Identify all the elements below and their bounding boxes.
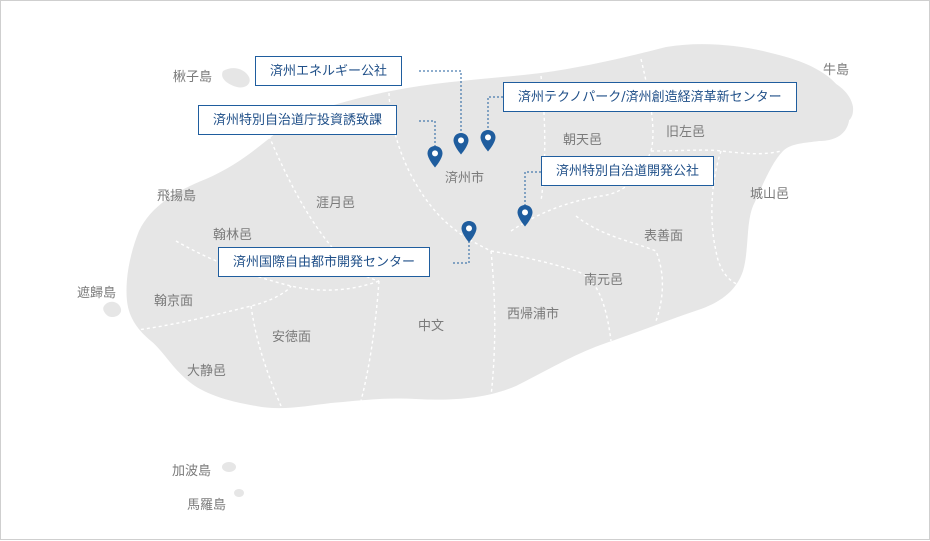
leader-free-city <box>453 239 470 264</box>
label-jocheon: 朝天邑 <box>563 133 603 148</box>
map-pin-icon[interactable] <box>452 132 470 156</box>
map-pin-icon[interactable] <box>460 220 478 244</box>
callout-energy[interactable]: 済州エネルギー公社 <box>255 56 403 86</box>
label-gapa: 加波島 <box>172 464 212 479</box>
label-seongsan: 城山邑 <box>750 187 790 202</box>
map-pin-icon[interactable] <box>479 129 497 153</box>
label-seogwipo: 西帰浦市 <box>507 307 560 322</box>
label-biyang: 飛揚島 <box>157 189 197 204</box>
map-pin-icon[interactable] <box>516 204 534 228</box>
map-pin-icon[interactable] <box>426 145 444 169</box>
chagwi-island-shape <box>103 301 122 318</box>
callout-free-city[interactable]: 済州国際自由都市開発センター <box>218 247 431 277</box>
label-jungmun: 中文 <box>418 319 445 334</box>
biyang-island-shape <box>190 209 202 219</box>
leader-lines <box>419 70 541 264</box>
label-chuja: 楸子島 <box>173 70 213 85</box>
label-udo: 牛島 <box>823 63 850 78</box>
label-pyoseon: 表善面 <box>644 229 684 244</box>
leader-energy <box>419 70 462 135</box>
leader-development <box>524 171 541 206</box>
label-jeju-city: 済州市 <box>445 171 485 186</box>
udo-island-shape <box>819 79 854 123</box>
callout-technopark[interactable]: 済州テクノパーク/済州創造経済革新センター <box>503 82 797 112</box>
label-mara: 馬羅島 <box>187 498 227 513</box>
label-aewol: 涯月邑 <box>316 196 356 211</box>
label-hangyeong: 翰京面 <box>154 294 194 309</box>
label-andeok: 安徳面 <box>272 330 312 345</box>
label-daejeong: 大静邑 <box>187 364 227 379</box>
mara-island-shape <box>234 489 244 497</box>
label-gujwa: 旧左邑 <box>666 125 706 140</box>
label-chagwi: 遮歸島 <box>77 286 117 301</box>
chuja-island-shape <box>222 68 250 88</box>
label-hallim: 翰林邑 <box>213 228 253 243</box>
leader-investment <box>419 120 436 148</box>
callout-investment[interactable]: 済州特別自治道庁投資誘致課 <box>198 105 398 135</box>
label-namwon: 南元邑 <box>584 273 624 288</box>
gapa-island-shape <box>222 462 236 472</box>
jeju-island-shape <box>126 44 850 409</box>
leader-technopark <box>487 96 503 131</box>
callout-development[interactable]: 済州特別自治道開発公社 <box>541 156 715 186</box>
